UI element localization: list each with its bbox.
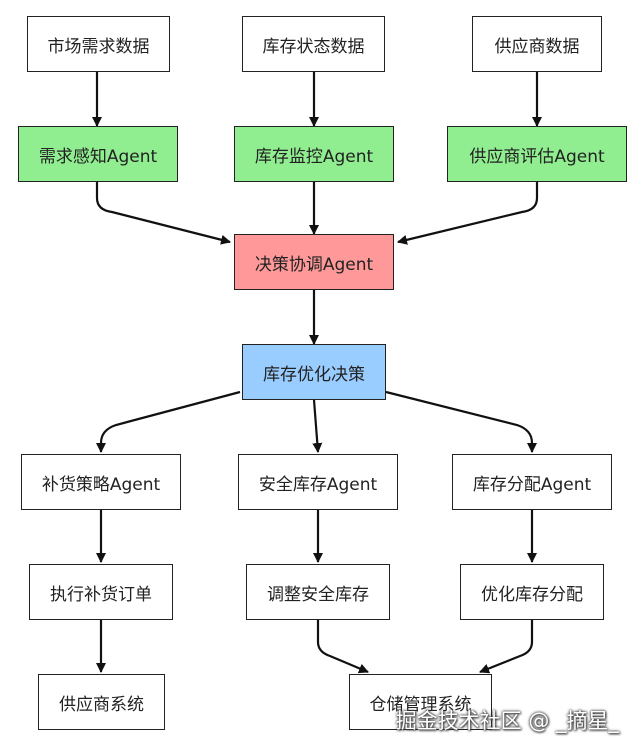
edge-optimization-to-safety <box>312 399 323 453</box>
edge-eval-to-coordination <box>397 182 539 245</box>
edge-demand-to-coordination <box>95 182 231 245</box>
node-inventory-monitor-agent: 库存监控Agent <box>234 126 394 182</box>
node-supplier-data: 供应商数据 <box>472 16 602 72</box>
edge-optimize-to-warehouse <box>479 620 534 674</box>
edge-adjust-to-warehouse <box>316 620 369 674</box>
node-coordination-agent: 决策协调Agent <box>234 234 394 290</box>
node-replenish-strategy-agent: 补货策略Agent <box>21 454 181 510</box>
edge-optimization-to-replenish <box>96 390 241 453</box>
node-adjust-safety-stock: 调整安全库存 <box>246 564 390 620</box>
node-supplier-system: 供应商系统 <box>38 674 165 730</box>
node-optimize-inventory-allocation: 优化库存分配 <box>460 564 604 620</box>
node-supplier-eval-agent: 供应商评估Agent <box>447 126 627 182</box>
edge-optimization-to-allocation <box>385 390 537 453</box>
node-demand-agent: 需求感知Agent <box>18 126 178 182</box>
watermark-text: 掘金技术社区 @ _摘星_ <box>395 709 619 733</box>
node-inventory-status-data: 库存状态数据 <box>242 16 385 72</box>
node-inventory-optimization-decision: 库存优化决策 <box>242 344 386 400</box>
node-execute-replenish-order: 执行补货订单 <box>29 564 173 620</box>
node-safety-stock-agent: 安全库存Agent <box>238 454 398 510</box>
node-market-demand-data: 市场需求数据 <box>27 16 170 72</box>
node-inventory-allocation-agent: 库存分配Agent <box>452 454 612 510</box>
node-warehouse-management-system: 仓储管理系统 <box>349 674 492 730</box>
